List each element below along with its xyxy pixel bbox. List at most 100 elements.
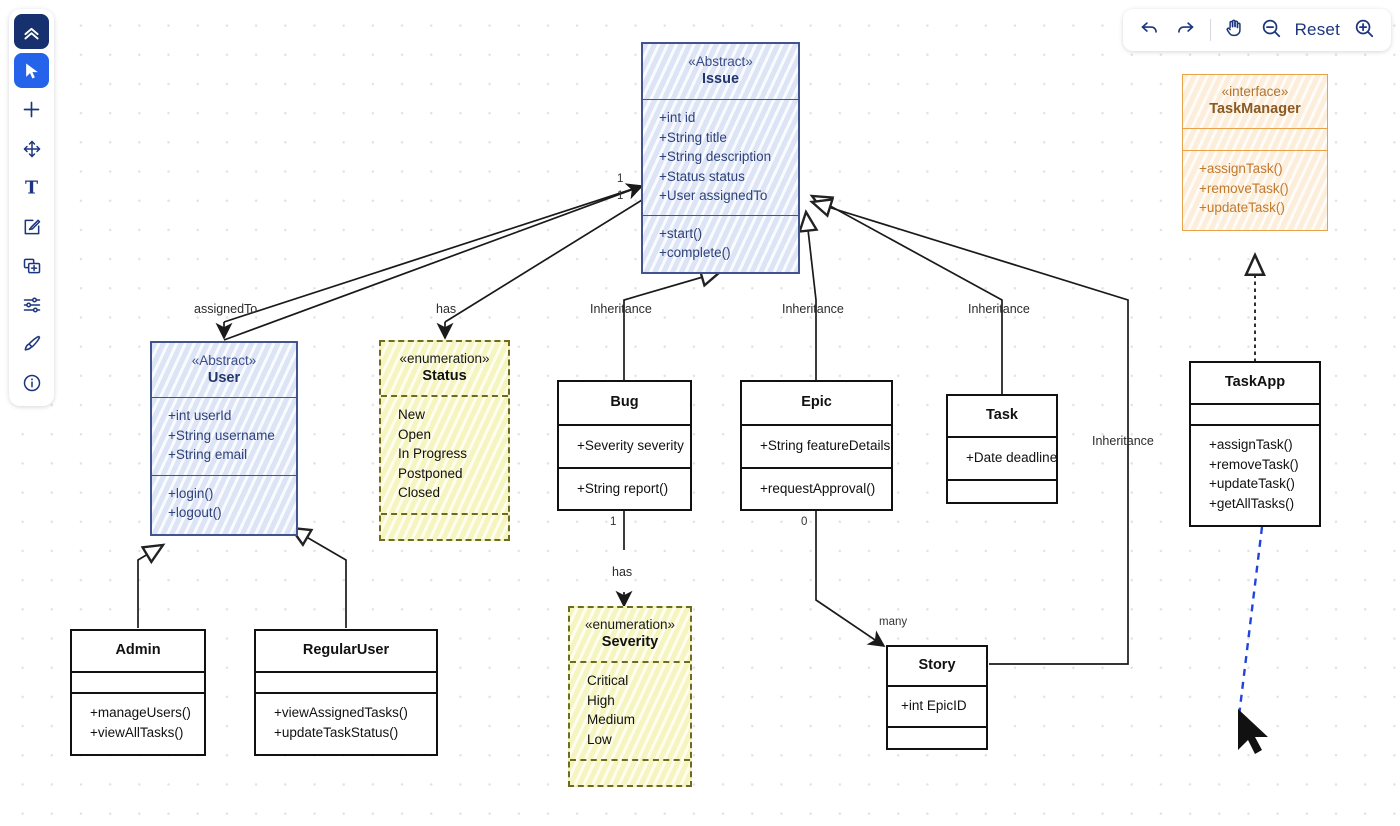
class-node-taskmanager[interactable]: «interface» TaskManager +assignTask() +r… bbox=[1182, 74, 1328, 231]
class-attributes-regularuser bbox=[256, 673, 436, 694]
attribute-row: +String email bbox=[168, 447, 248, 462]
method-row: +viewAssignedTasks() bbox=[274, 705, 408, 720]
zoom-reset-button[interactable]: Reset bbox=[1294, 20, 1340, 39]
method-row: +removeTask() bbox=[1199, 180, 1289, 196]
method-row: +start() bbox=[659, 225, 703, 241]
attribute-row: +int EpicID bbox=[901, 698, 967, 713]
method-row: +updateTaskStatus() bbox=[274, 724, 399, 740]
info-tool-button[interactable] bbox=[14, 365, 49, 400]
multiplicity-issue-status: 1 bbox=[617, 190, 624, 202]
multiplicity-issue-user: 1 bbox=[617, 173, 624, 185]
attribute-row: +String description bbox=[659, 149, 772, 164]
stereotype-label: «enumeration» bbox=[584, 617, 676, 632]
edge-label-has-severity: has bbox=[612, 565, 633, 579]
attribute-row: +Severity severity bbox=[577, 438, 684, 453]
chevrons-up-icon bbox=[21, 21, 42, 42]
copy-plus-icon bbox=[22, 256, 42, 276]
class-node-story[interactable]: Story +int EpicID bbox=[886, 645, 988, 750]
method-row: +updateTask() bbox=[1209, 476, 1295, 491]
method-row: +getAllTasks() bbox=[1209, 495, 1295, 511]
class-name-label: Bug bbox=[610, 394, 639, 410]
style-tool-button[interactable] bbox=[14, 326, 49, 361]
enum-value-row: Open bbox=[398, 426, 432, 442]
add-tool-button[interactable] bbox=[14, 92, 49, 127]
move-tool-button[interactable] bbox=[14, 131, 49, 166]
class-node-taskapp[interactable]: TaskApp +assignTask() +removeTask() +upd… bbox=[1189, 361, 1321, 527]
method-row: +updateTask() bbox=[1199, 200, 1285, 215]
enum-value-row: High bbox=[587, 692, 615, 708]
text-t-icon: T bbox=[21, 177, 42, 198]
zoom-in-button[interactable] bbox=[1349, 15, 1379, 45]
settings-tool-button[interactable] bbox=[14, 287, 49, 322]
class-node-status[interactable]: «enumeration» Status New Open In Progres… bbox=[379, 340, 510, 541]
class-header-taskapp: TaskApp bbox=[1191, 363, 1319, 405]
redo-button[interactable] bbox=[1171, 15, 1201, 45]
method-row: +String report() bbox=[577, 480, 669, 496]
select-tool-button[interactable] bbox=[14, 53, 49, 88]
edge-label-inheritance-story: Inheritance bbox=[1092, 434, 1154, 448]
svg-text:T: T bbox=[25, 179, 38, 198]
attribute-row: +String title bbox=[659, 129, 727, 145]
enum-value-row: Medium bbox=[587, 712, 636, 727]
stereotype-label: «Abstract» bbox=[191, 353, 257, 368]
class-node-user[interactable]: «Abstract» User +int userId +String user… bbox=[150, 341, 298, 536]
class-methods-taskapp: +assignTask() +removeTask() +updateTask(… bbox=[1191, 426, 1319, 525]
method-row: +manageUsers() bbox=[90, 705, 191, 720]
class-methods-user: +login() +logout() bbox=[152, 475, 296, 534]
class-name-label: Task bbox=[986, 407, 1018, 423]
pan-button[interactable] bbox=[1220, 15, 1250, 45]
method-row: +complete() bbox=[659, 245, 731, 260]
hand-pan-icon bbox=[1224, 17, 1245, 43]
class-node-epic[interactable]: Epic +String featureDetails +requestAppr… bbox=[740, 380, 893, 511]
class-node-task[interactable]: Task +Date deadline bbox=[946, 394, 1058, 504]
method-row: +assignTask() bbox=[1209, 437, 1293, 452]
class-attributes-epic: +String featureDetails bbox=[742, 426, 891, 469]
stereotype-label: «interface» bbox=[1221, 84, 1289, 99]
redo-arrow-icon bbox=[1175, 17, 1196, 43]
duplicate-tool-button[interactable] bbox=[14, 248, 49, 283]
class-name-label: Epic bbox=[801, 394, 832, 410]
class-node-bug[interactable]: Bug +Severity severity +String report() bbox=[557, 380, 692, 511]
method-row: +logout() bbox=[168, 505, 222, 520]
tool-palette[interactable]: T bbox=[9, 9, 54, 406]
class-name-label: RegularUser bbox=[302, 642, 390, 658]
class-header-issue: «Abstract» Issue bbox=[643, 44, 798, 100]
zoom-toolbar[interactable]: Reset bbox=[1122, 9, 1391, 51]
toolbar-divider bbox=[1209, 19, 1211, 41]
zoom-in-icon bbox=[1353, 17, 1375, 44]
undo-arrow-icon bbox=[1139, 17, 1160, 43]
pencil-square-icon bbox=[22, 217, 42, 237]
class-attributes-story: +int EpicID bbox=[888, 687, 986, 728]
edge-label-inheritance-bug: Inheritance bbox=[590, 302, 652, 316]
class-methods-status bbox=[381, 514, 508, 539]
method-row: +assignTask() bbox=[1199, 161, 1283, 176]
attribute-row: +Date deadline bbox=[966, 450, 1056, 465]
edge-label-has-status: has bbox=[436, 302, 457, 316]
class-methods-taskmanager: +assignTask() +removeTask() +updateTask(… bbox=[1183, 151, 1327, 230]
enum-value-row: In Progress bbox=[398, 446, 468, 461]
zoom-out-button[interactable] bbox=[1256, 15, 1286, 45]
enum-value-row: New bbox=[398, 407, 426, 422]
sliders-icon bbox=[22, 295, 42, 315]
class-node-admin[interactable]: Admin +manageUsers() +viewAllTasks() bbox=[70, 629, 206, 756]
class-methods-issue: +start() +complete() bbox=[643, 215, 798, 272]
attribute-row: +String featureDetails bbox=[760, 438, 891, 453]
class-attributes-task: +Date deadline bbox=[948, 438, 1056, 481]
collapse-toolbar-button[interactable] bbox=[14, 14, 49, 49]
multiplicity-story-many: many bbox=[879, 616, 908, 628]
class-node-severity[interactable]: «enumeration» Severity Critical High Med… bbox=[568, 606, 692, 787]
text-tool-button[interactable]: T bbox=[14, 170, 49, 205]
class-header-bug: Bug bbox=[559, 382, 690, 426]
move-arrows-icon bbox=[22, 139, 42, 159]
undo-button[interactable] bbox=[1135, 15, 1165, 45]
class-node-regularuser[interactable]: RegularUser +viewAssignedTasks() +update… bbox=[254, 629, 438, 756]
attribute-row: +int id bbox=[659, 110, 696, 125]
class-attributes-severity: Critical High Medium Low bbox=[570, 663, 690, 761]
edit-tool-button[interactable] bbox=[14, 209, 49, 244]
class-methods-epic: +requestApproval() bbox=[742, 469, 891, 510]
method-row: +removeTask() bbox=[1209, 456, 1299, 472]
class-header-user: «Abstract» User bbox=[152, 343, 296, 398]
stereotype-label: «enumeration» bbox=[399, 351, 490, 366]
class-node-issue[interactable]: «Abstract» Issue +int id +String title +… bbox=[641, 42, 800, 274]
